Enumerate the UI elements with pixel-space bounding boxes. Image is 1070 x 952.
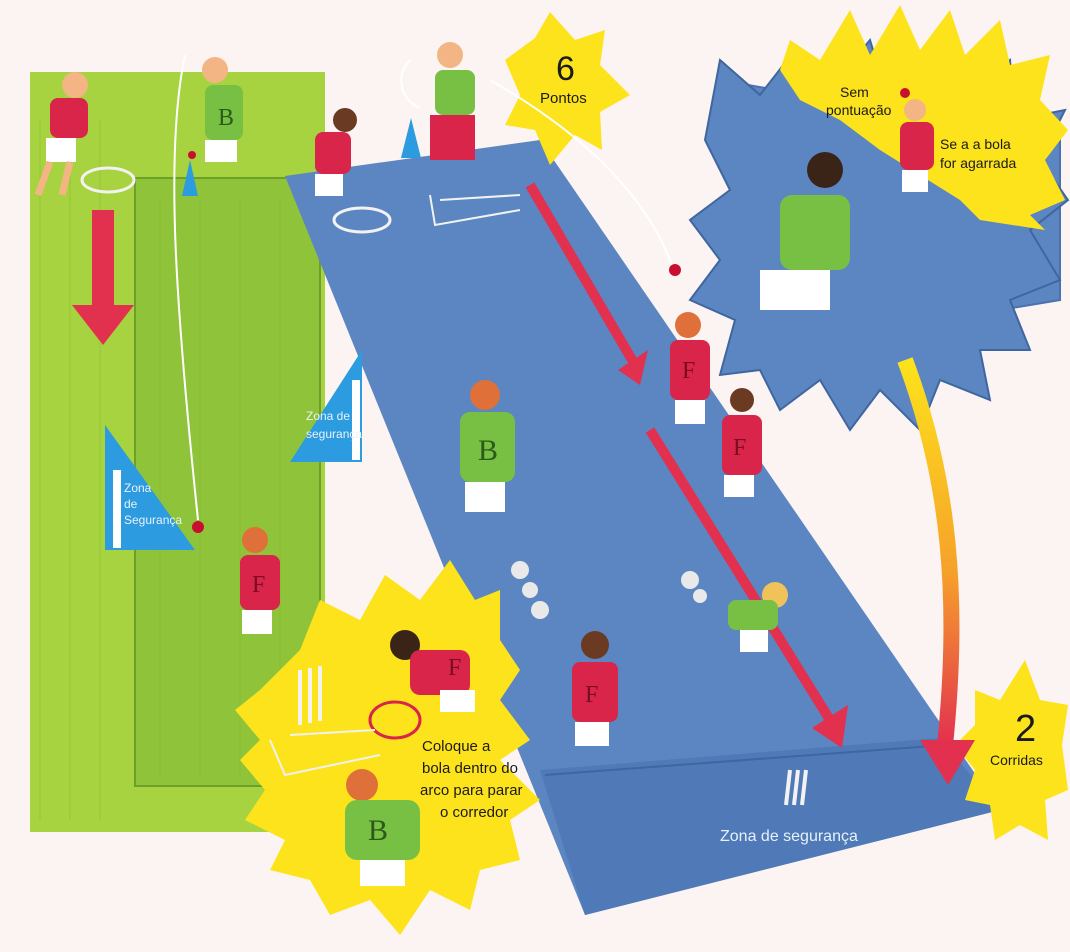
safety-zone-left-2: de (124, 498, 137, 512)
jersey-letter: B (218, 105, 234, 131)
jersey-letter: B (368, 814, 388, 847)
runs-number: 2 (1015, 708, 1036, 752)
jersey-letter: B (478, 434, 498, 467)
hoop-tip-1: Coloque a (422, 738, 490, 755)
runs-label: Corridas (990, 752, 1043, 768)
hoop-tip-4: o corredor (440, 804, 508, 821)
hoop-tip-2: bola dentro do (422, 760, 518, 777)
jersey-letter: F (733, 435, 746, 461)
safety-zone-bottom: Zona de segurança (720, 828, 858, 846)
jersey-letter: F (252, 572, 265, 598)
safety-zone-mid-1: Zona de (306, 410, 350, 424)
caught-label-1: Se a a bola (940, 136, 1011, 152)
jersey-letter: F (682, 358, 695, 384)
player-batter (430, 42, 475, 160)
six-points-number: 6 (556, 50, 575, 89)
no-score-label-2: pontuação (826, 102, 891, 118)
hoop-tip-3: arco para parar (420, 782, 523, 799)
jersey-letter: F (448, 655, 461, 681)
safety-zone-mid-2: segurança (306, 428, 362, 442)
safety-zone-left-1: Zona (124, 482, 151, 496)
six-points-label: Pontos (540, 90, 587, 107)
caught-label-2: for agarrada (940, 155, 1016, 171)
no-score-label-1: Sem (840, 84, 869, 100)
jersey-letter: F (585, 682, 598, 708)
safety-zone-left-3: Segurança (124, 514, 182, 528)
